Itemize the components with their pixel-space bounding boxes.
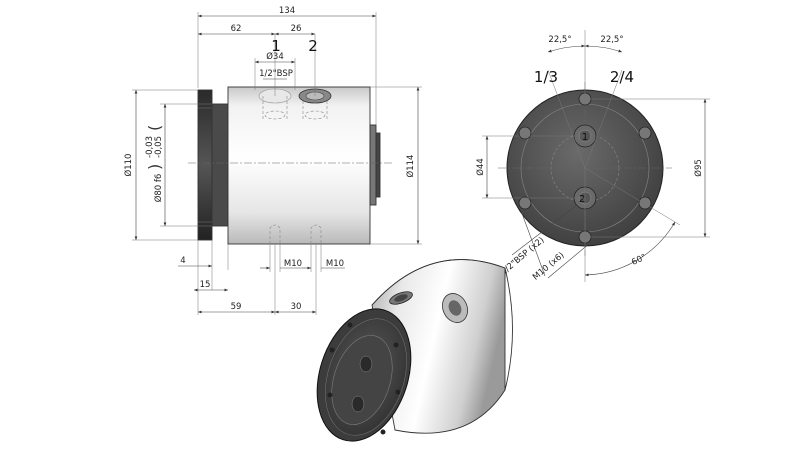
dim-left: 62 (231, 24, 242, 34)
iso-view (316, 259, 513, 442)
dim-bore: Ø34 (266, 51, 284, 62)
dim-od-114: Ø114 (405, 155, 416, 178)
dim-od-110: Ø110 (123, 154, 134, 177)
port-2-label: 2 (308, 37, 318, 55)
right-spigot-cap (375, 132, 381, 198)
bolt-hole (638, 126, 652, 140)
bolt-hole (518, 196, 532, 210)
hole-2-label: 2 (579, 194, 585, 205)
front-view: 1 2 22,5° 22,5° 1/3 2/4 Ø44 Ø95 1/2"BSP … (475, 30, 710, 282)
right-spigot (369, 124, 377, 206)
port-13-label: 1/3 (534, 68, 558, 86)
dim-44: Ø44 (475, 158, 486, 176)
main-body (227, 86, 371, 245)
angle-left: 22,5° (548, 35, 571, 45)
thread-label: 1/2"BSP (259, 69, 293, 79)
iso-face-inner (331, 335, 393, 425)
dim-ports: 26 (291, 24, 302, 34)
m10-a: M10 (284, 259, 302, 269)
tol-lower: -0,05 (154, 136, 164, 158)
hole-1-label: 1 (582, 132, 588, 143)
port-1-label: 1 (271, 37, 281, 55)
side-view: 134 62 26 1 2 Ø34 1/2"BSP Ø110 Ø80 f6 -0… (123, 6, 422, 315)
tol-bracket-close: ) (145, 164, 164, 170)
dim-overall: 134 (279, 6, 295, 16)
tol-upper: -0,03 (145, 136, 155, 158)
angle-right: 22,5° (600, 35, 623, 45)
iso-face-port (351, 395, 365, 413)
dim-4: 4 (180, 256, 185, 266)
iso-face-port (359, 355, 373, 373)
port-24-label: 2/4 (610, 68, 634, 86)
dim-30: 30 (291, 302, 302, 312)
dim-15: 15 (200, 280, 211, 290)
flange-inner (211, 103, 229, 227)
dim-95: Ø95 (693, 159, 704, 177)
dim-59: 59 (231, 302, 242, 312)
tol-bracket: ( (145, 125, 164, 131)
bolt-hole (638, 196, 652, 210)
bolt-hole (518, 126, 532, 140)
dim-od-80: Ø80 f6 (153, 174, 164, 203)
m10-b: M10 (326, 259, 344, 269)
flange-outer (197, 89, 213, 241)
